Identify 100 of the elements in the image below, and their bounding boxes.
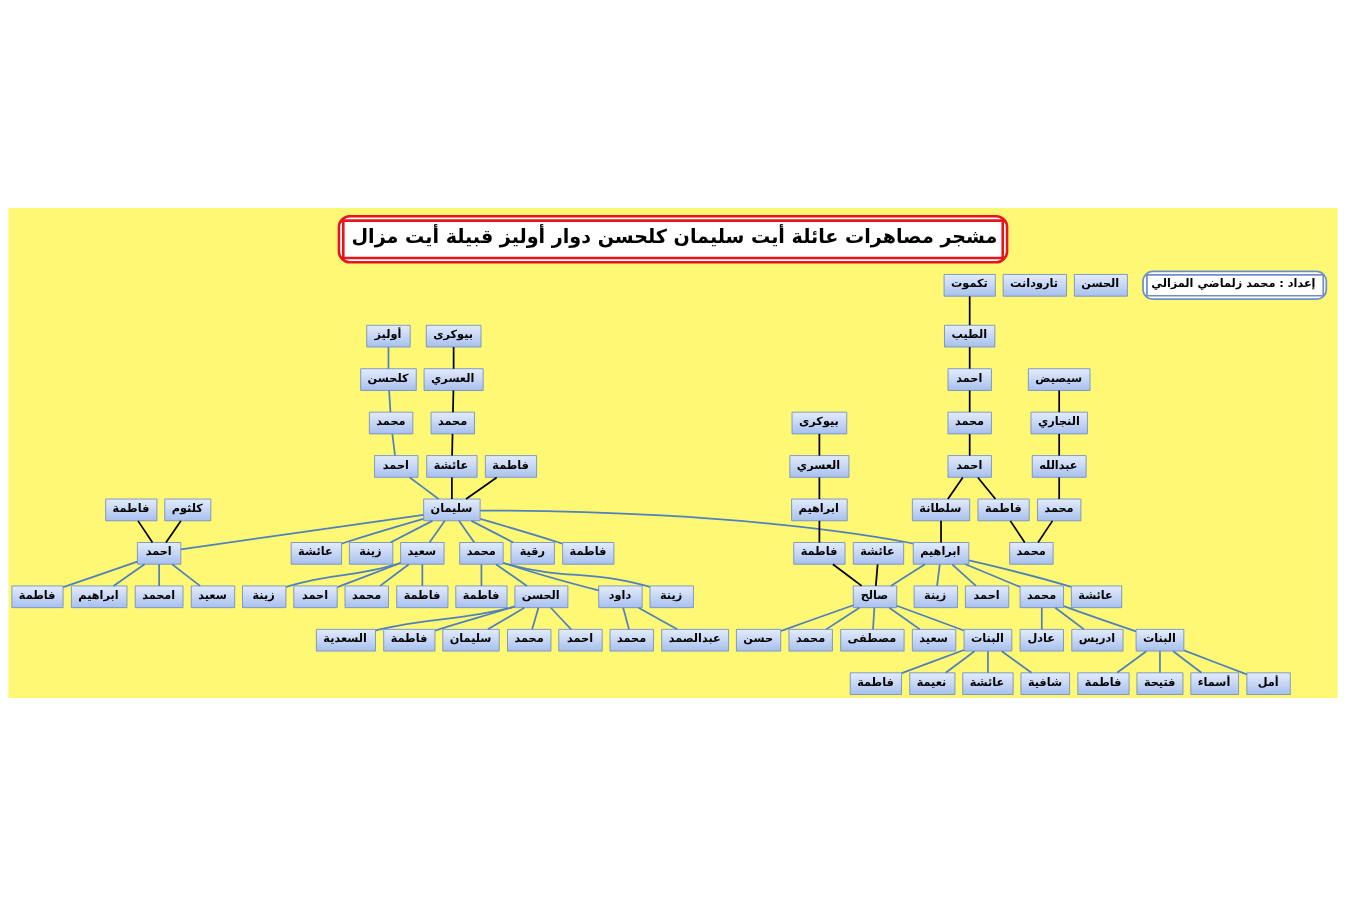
node-box: سيصيض bbox=[1027, 368, 1091, 391]
node-box: ابراهيم bbox=[791, 498, 848, 522]
node-box: عائشة bbox=[962, 672, 1014, 695]
connector bbox=[1058, 476, 1061, 500]
connector bbox=[977, 476, 997, 500]
node-box: احمد bbox=[947, 455, 992, 478]
node-box: محمد bbox=[344, 585, 389, 609]
connector bbox=[180, 513, 425, 551]
node-box: الحسن bbox=[514, 585, 569, 609]
connector bbox=[1172, 650, 1203, 674]
node-box: محمد bbox=[947, 411, 992, 435]
node-box: سعيد bbox=[400, 542, 445, 565]
node-box: محمد bbox=[430, 411, 475, 435]
node-box: فتيحة bbox=[1136, 672, 1184, 695]
connector bbox=[495, 563, 528, 587]
node-box: الطيب bbox=[944, 324, 996, 348]
node-box: ادريس bbox=[1071, 628, 1124, 652]
node-box: أوليز bbox=[366, 324, 411, 348]
node-box: كلثوم bbox=[164, 498, 212, 522]
connector bbox=[780, 604, 855, 632]
connector bbox=[479, 518, 564, 545]
connector bbox=[987, 650, 989, 674]
node-box: احمد bbox=[136, 542, 182, 565]
node-box: سلطانة bbox=[911, 498, 971, 522]
node-box: عائشة bbox=[1070, 585, 1123, 609]
node-box: محمد bbox=[368, 411, 414, 435]
node-box: محمد bbox=[1019, 585, 1064, 609]
connector bbox=[421, 563, 424, 587]
connector bbox=[1000, 650, 1033, 674]
connector bbox=[452, 389, 455, 414]
node-box: العسري bbox=[423, 368, 484, 391]
node-box: فاطمة bbox=[383, 628, 436, 652]
node-box: محمد bbox=[459, 542, 504, 565]
connector bbox=[1062, 605, 1137, 633]
connector bbox=[428, 520, 446, 544]
node-box: الحسن bbox=[1073, 274, 1128, 297]
node-box: عبدالصمد bbox=[661, 628, 730, 652]
connector bbox=[470, 520, 515, 544]
connector bbox=[434, 605, 516, 632]
connector bbox=[818, 433, 821, 457]
connector bbox=[458, 520, 476, 544]
connector bbox=[1037, 520, 1054, 544]
node-box: عادل bbox=[1019, 628, 1064, 652]
node-box: رقية bbox=[510, 542, 555, 565]
node-box: البنات bbox=[1135, 628, 1185, 652]
connector bbox=[947, 476, 964, 500]
node-box: محمد bbox=[507, 628, 552, 652]
connector bbox=[171, 563, 201, 587]
connector bbox=[487, 606, 526, 631]
node-box: فاطمة bbox=[484, 455, 538, 478]
node-box: فاطمة bbox=[793, 542, 846, 565]
connector bbox=[832, 563, 863, 587]
connector bbox=[968, 346, 971, 370]
connector bbox=[1054, 606, 1085, 631]
node-box: تكموت bbox=[943, 274, 996, 297]
connector bbox=[1058, 389, 1061, 414]
node-box: زينة bbox=[348, 542, 394, 565]
node-box: سعيد bbox=[190, 585, 236, 609]
node-box: زينة bbox=[913, 585, 958, 609]
node-box: مصطفى bbox=[840, 628, 905, 652]
connector bbox=[825, 606, 861, 631]
node-box: بيوكرى bbox=[425, 324, 482, 348]
connector bbox=[940, 520, 942, 544]
node-box: زينة bbox=[649, 585, 694, 609]
node-box: حسن bbox=[736, 628, 782, 652]
connector bbox=[1183, 649, 1248, 676]
connector bbox=[622, 606, 630, 631]
connector bbox=[1159, 650, 1161, 674]
connector bbox=[1009, 520, 1026, 544]
node-box: سليمان bbox=[442, 628, 500, 652]
connector bbox=[1040, 606, 1043, 631]
connector bbox=[158, 563, 160, 587]
connector bbox=[62, 560, 139, 588]
connector bbox=[874, 563, 879, 587]
node-box: احمد bbox=[964, 585, 1010, 609]
node-box: كلحسن bbox=[360, 368, 417, 391]
node-box: امحمد bbox=[134, 585, 184, 609]
connector bbox=[951, 563, 977, 587]
node-box: فاطمة bbox=[1077, 672, 1130, 695]
connector bbox=[379, 563, 410, 587]
node-box: فاطمة bbox=[396, 585, 449, 609]
node-box: فاطمة bbox=[562, 542, 615, 565]
connector bbox=[451, 476, 453, 500]
node-box: فاطمة bbox=[977, 498, 1030, 522]
label: إعداد : محمد زلماضي المزالي bbox=[1151, 277, 1316, 291]
connector bbox=[408, 476, 440, 500]
node-box: تارودانت bbox=[1002, 274, 1067, 297]
node-box: فاطمة bbox=[849, 672, 902, 695]
connector bbox=[452, 346, 455, 370]
node-box: احمد bbox=[947, 368, 992, 391]
connector bbox=[388, 389, 392, 414]
connector bbox=[391, 433, 396, 457]
node-box: البنات bbox=[963, 628, 1013, 652]
node-box: شافية bbox=[1020, 672, 1071, 695]
connector bbox=[465, 476, 498, 500]
node-box: فاطمة bbox=[455, 585, 508, 609]
connector bbox=[451, 433, 454, 457]
node-box: ابراهيم bbox=[912, 542, 970, 565]
node-box: عائشة bbox=[290, 542, 342, 565]
node-box: احمد bbox=[374, 455, 419, 478]
